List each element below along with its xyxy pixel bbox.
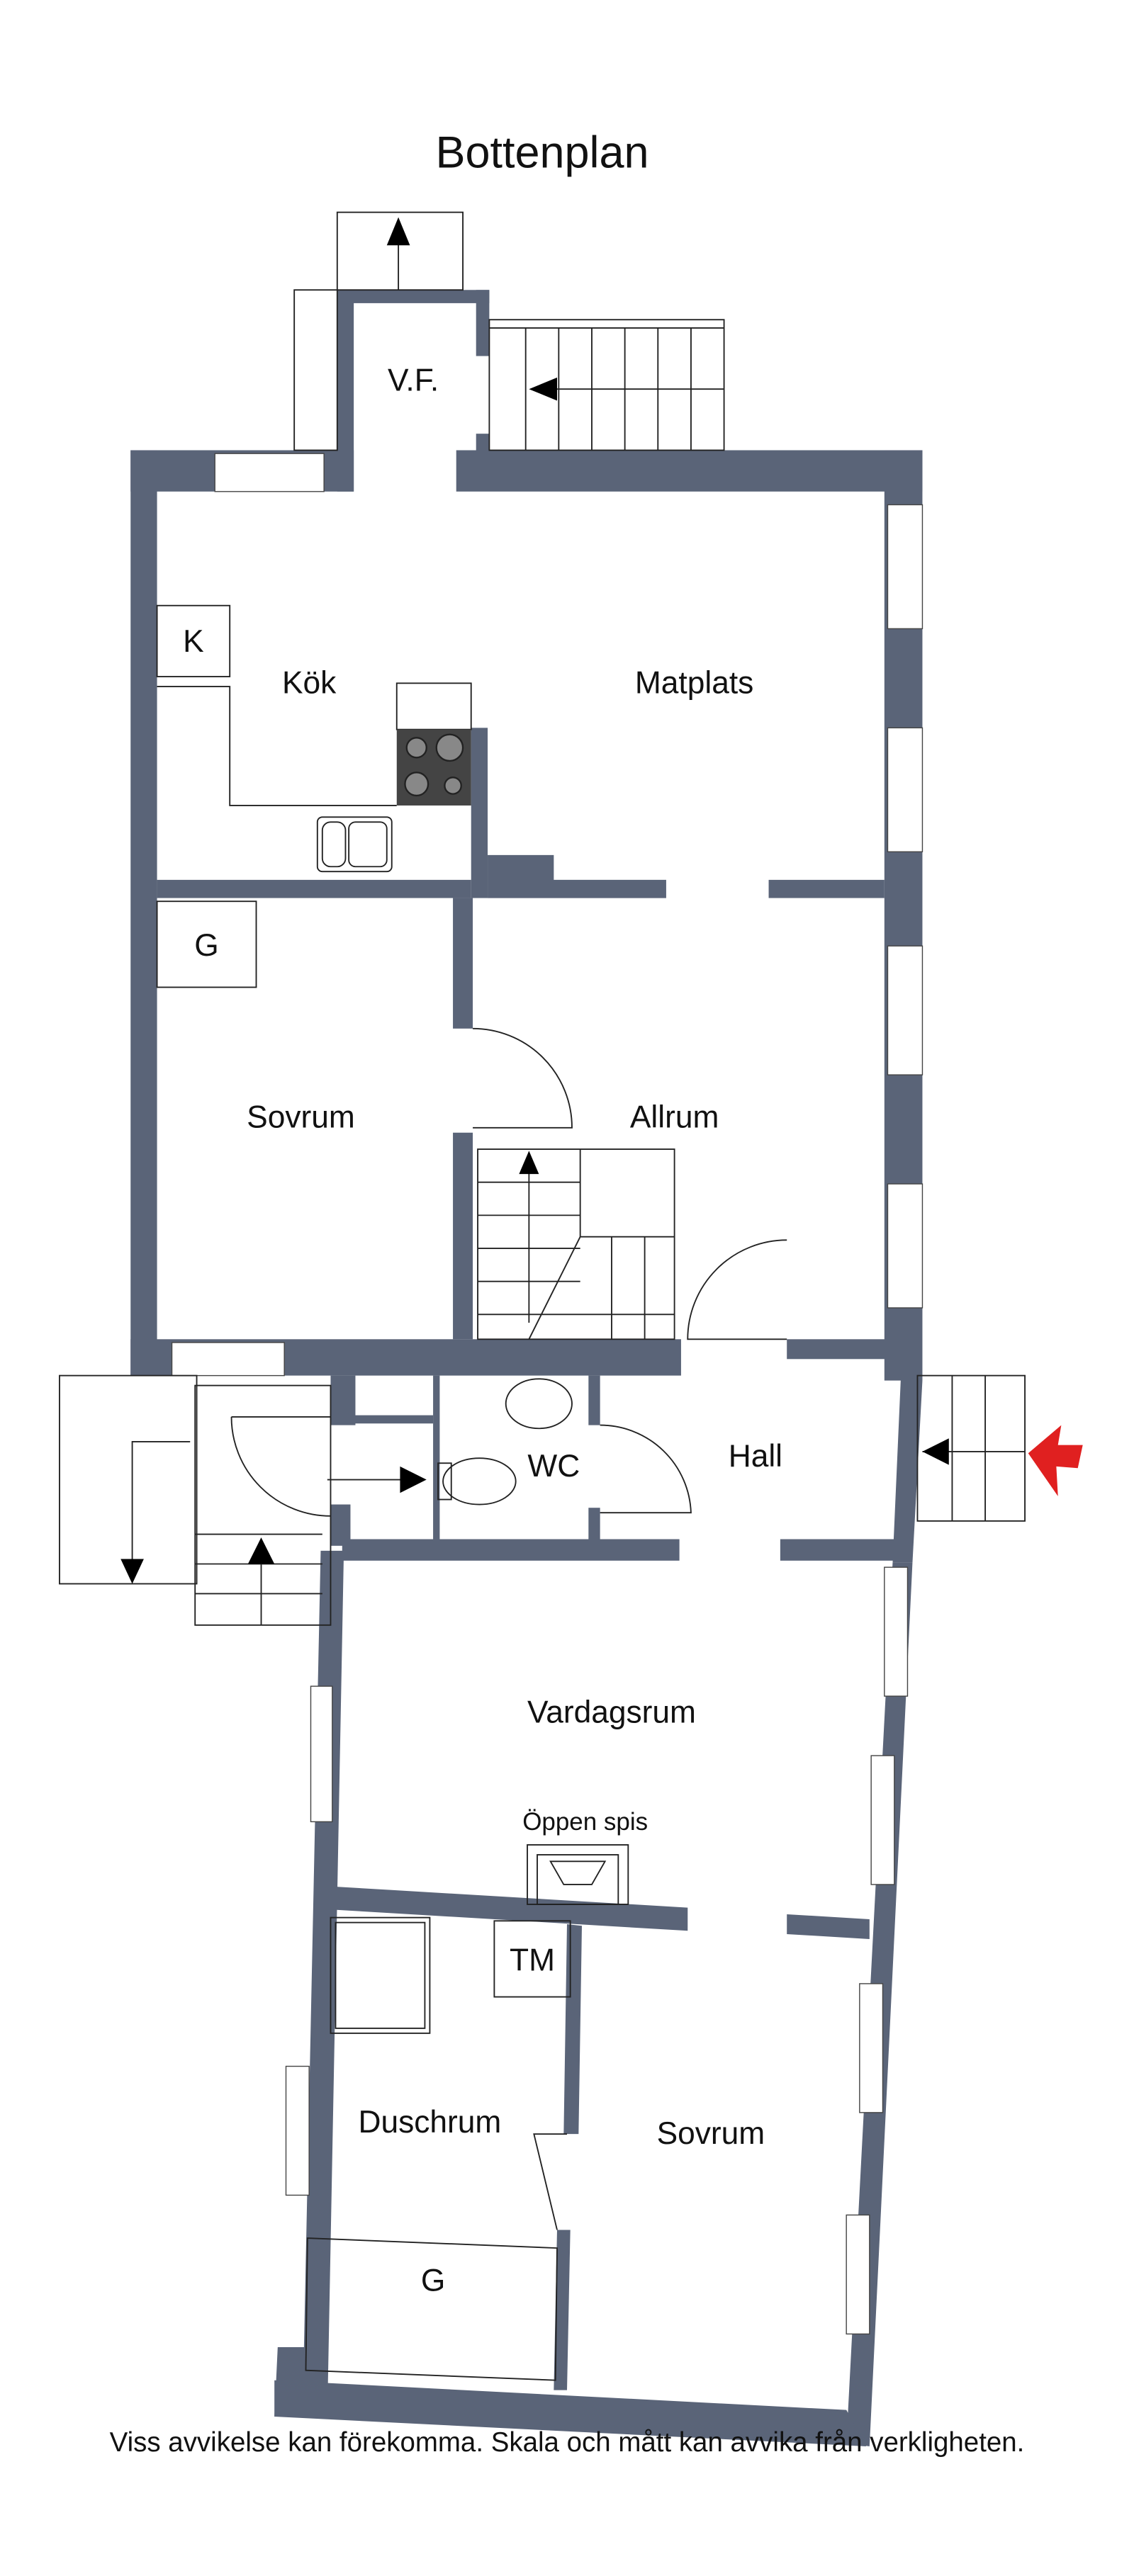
room-label-oppen-spis: Öppen spis — [522, 1808, 648, 1836]
allrum-fixtures — [473, 1027, 787, 1340]
room-label-hall: Hall — [729, 1439, 782, 1474]
arrow-left-icon — [922, 1438, 949, 1465]
fridge — [156, 604, 231, 677]
room-label-tm: TM — [510, 1943, 555, 1977]
washbasin-icon — [505, 1378, 573, 1430]
upper-walls — [130, 290, 924, 1381]
lower-fixtures — [59, 1374, 1083, 2381]
room-label-duschrum: Duschrum — [358, 2105, 501, 2140]
room-label-allrum: Allrum — [630, 1100, 719, 1135]
dryer-cabinet — [493, 1920, 571, 1998]
room-label-wc: WC — [527, 1449, 580, 1484]
arrow-up-icon — [519, 1151, 539, 1175]
arrow-up-icon — [247, 1537, 275, 1564]
kitchen-fixtures — [156, 604, 472, 988]
plan-title: Bottenplan — [435, 128, 649, 178]
sink-icon — [316, 816, 393, 873]
room-label-kok: Kök — [282, 665, 337, 700]
fireplace-icon — [527, 1844, 629, 1905]
room-label-matplats: Matplats — [635, 665, 753, 700]
toilet-icon — [442, 1457, 517, 1506]
rear-stairs — [488, 319, 725, 451]
arrow-left-icon — [529, 377, 558, 401]
lower-walls — [274, 1375, 923, 2446]
room-label-k: K — [183, 624, 204, 659]
shower-icon — [330, 1916, 431, 2034]
disclaimer: Viss avvikelse kan förekomma. Skala och … — [110, 2427, 1025, 2458]
room-label-vf: V.F. — [388, 363, 439, 398]
arrow-up-icon — [386, 217, 410, 246]
arrow-down-icon — [120, 1559, 144, 1584]
vf-exit-steps — [293, 211, 464, 451]
room-label-vardagsrum: Vardagsrum — [527, 1695, 696, 1729]
room-label-sovrum-upper: Sovrum — [247, 1100, 355, 1135]
arrow-right-icon — [400, 1466, 427, 1493]
wardrobe — [156, 900, 257, 988]
room-label-sovrum-lower: Sovrum — [657, 2116, 765, 2151]
room-label-g-lower: G — [421, 2264, 445, 2298]
room-label-g-upper: G — [194, 928, 218, 963]
entrance-arrow-icon — [1028, 1425, 1083, 1496]
